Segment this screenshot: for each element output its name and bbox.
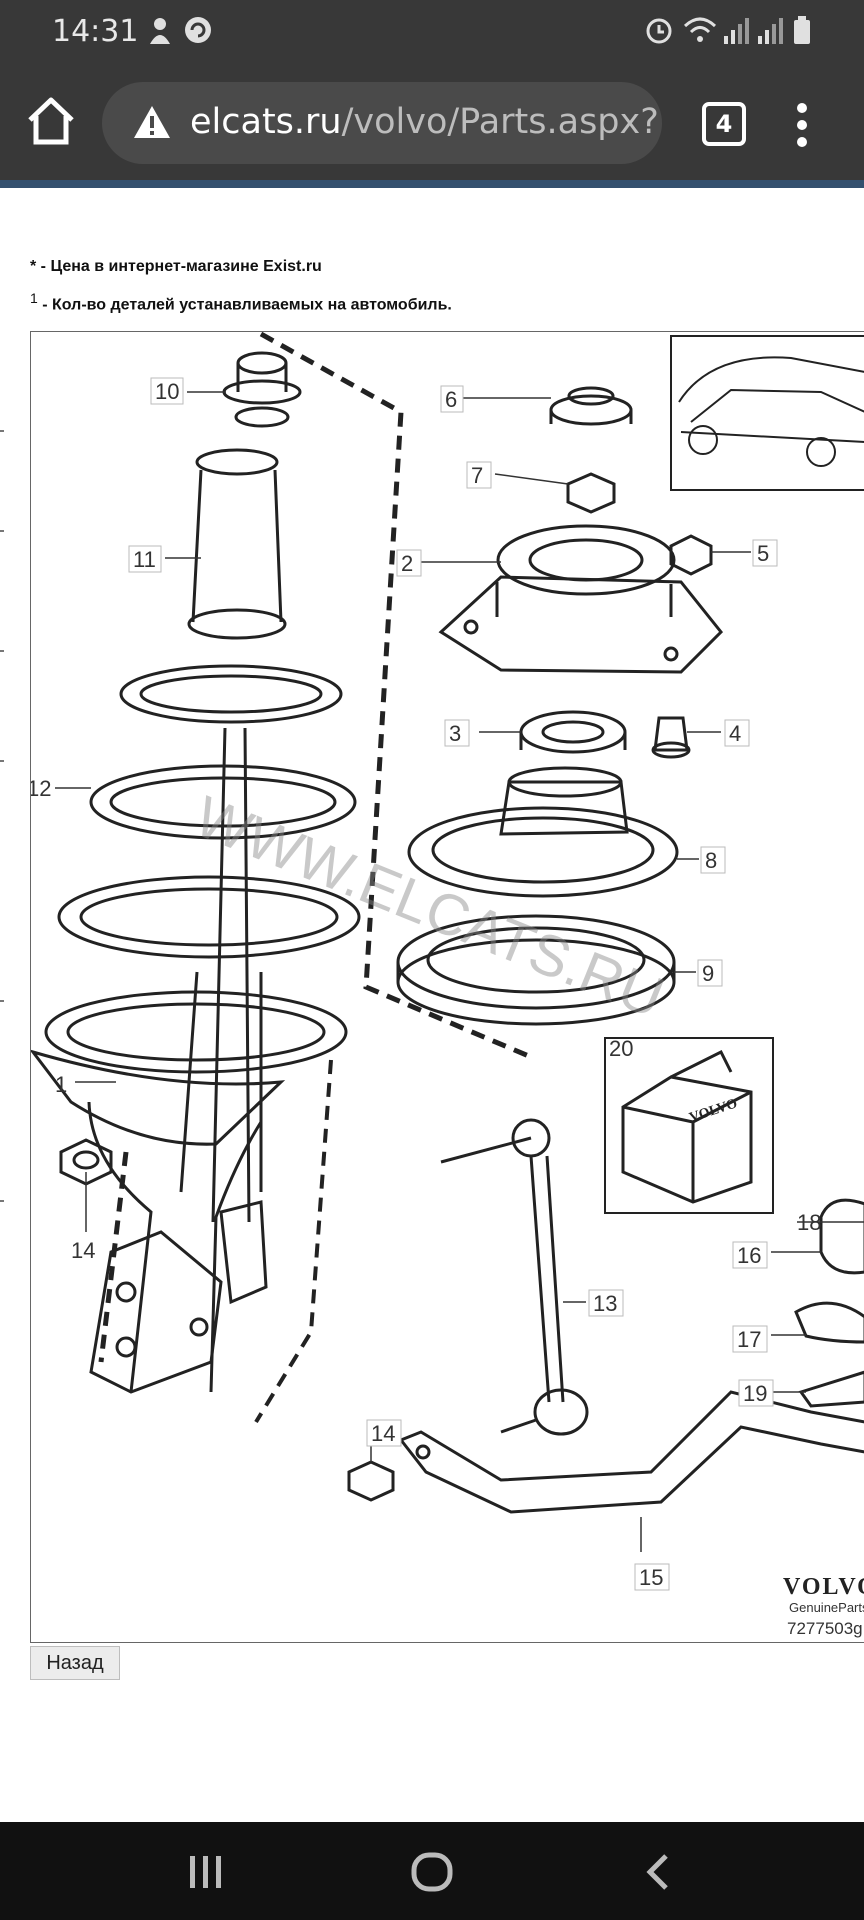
status-time: 14:31 — [52, 14, 139, 49]
brand-subtitle: GenuineParts — [789, 1600, 864, 1615]
strut-mount-part — [438, 524, 724, 674]
edge-rule — [0, 650, 4, 652]
bump-stop-part — [222, 351, 302, 428]
callout-6: 6 — [445, 387, 457, 412]
stabilizer-bar-part — [399, 1390, 864, 1514]
price-note-text: - Цена в интернет-магазине Exist.ru — [36, 258, 322, 275]
callout-13: 13 — [593, 1291, 617, 1316]
status-bar: 14:31 — [0, 0, 864, 68]
address-bar[interactable]: elcats.ru/volvo/Parts.aspx? — [102, 82, 662, 164]
notification-icon — [150, 18, 170, 44]
quantity-note-text: - Кол-во деталей устанавливаемых на авто… — [37, 296, 452, 314]
url-domain: elcats.ru — [190, 102, 342, 142]
tab-switcher-button[interactable]: 4 — [702, 102, 746, 146]
mount-nut-part — [669, 534, 713, 576]
callout-11: 11 — [133, 547, 156, 572]
edge-rule — [0, 760, 4, 762]
home-icon[interactable] — [24, 94, 78, 148]
more-menu-icon[interactable] — [790, 102, 814, 148]
bushing-clamp-part — [794, 1198, 864, 1408]
quantity-note: 1 - Кол-во деталей устанавливаемых на ав… — [30, 290, 452, 314]
price-note: * - Цена в интернет-магазине Exist.ru — [30, 258, 322, 276]
stabilizer-link-part — [440, 1118, 589, 1436]
callout-5: 5 — [757, 541, 769, 566]
url-path: /volvo/Parts.aspx? — [341, 102, 659, 142]
dust-boot-part — [187, 448, 287, 640]
price-marker: * — [30, 258, 37, 275]
edge-rule — [0, 530, 4, 532]
qty-marker: 1 — [30, 290, 38, 306]
nut-left-part — [59, 1138, 113, 1186]
kit-brand-text: VOLVO — [688, 1096, 740, 1126]
system-nav-bar — [0, 1822, 864, 1920]
spring-seat-part — [407, 766, 679, 898]
callout-14b: 14 — [371, 1421, 395, 1446]
kit-box-part — [604, 1037, 774, 1214]
bolt-part — [651, 716, 691, 759]
edge-rule — [0, 1000, 4, 1002]
battery-icon — [794, 16, 810, 44]
callout-9: 9 — [702, 961, 714, 986]
browser-toolbar: elcats.ru/volvo/Parts.aspx? 4 — [0, 68, 864, 180]
signal-icon — [724, 18, 749, 44]
nav-back-icon[interactable] — [642, 1852, 672, 1892]
edge-rule — [0, 430, 4, 432]
callout-2: 2 — [401, 551, 413, 576]
parts-diagram: 10 11 12 1 14 6 7 2 5 3 4 8 9 20 18 13 1… — [30, 331, 864, 1643]
callout-3: 3 — [449, 721, 461, 746]
car-thumbnail-icon — [678, 356, 864, 443]
wifi-icon — [683, 17, 717, 42]
callout-15: 15 — [639, 1565, 663, 1590]
shock-rod — [211, 727, 251, 1223]
callout-14a: 14 — [71, 1238, 95, 1263]
recent-apps-icon[interactable] — [186, 1852, 226, 1892]
parts-diagram-drawing: 10 11 12 1 14 6 7 2 5 3 4 8 9 20 18 13 1… — [31, 332, 864, 1638]
callout-18: 18 — [797, 1210, 821, 1235]
callout-8: 8 — [705, 848, 717, 873]
callout-7: 7 — [471, 463, 483, 488]
nut-right-part — [347, 1460, 395, 1502]
strut-body-part — [31, 1049, 286, 1394]
assembly-outline — [259, 332, 532, 1060]
callout-16: 16 — [737, 1243, 761, 1268]
sync-app-icon — [185, 17, 211, 43]
url-text[interactable]: elcats.ru/volvo/Parts.aspx? — [190, 102, 659, 142]
car-thumbnail-frame — [670, 335, 864, 491]
brand-logo: VOLVO — [783, 1574, 864, 1600]
back-button[interactable]: Назад — [30, 1646, 120, 1680]
callout-labels: 10 11 12 1 14 6 7 2 5 3 4 8 9 20 18 13 1… — [31, 377, 821, 1591]
callout-20: 20 — [609, 1036, 633, 1061]
warning-icon[interactable] — [132, 104, 172, 140]
watermark-text: WWW.ELCATS.RU — [186, 784, 672, 1031]
callout-12: 12 — [31, 776, 51, 801]
alarm-icon — [646, 18, 672, 44]
top-cap-part — [549, 386, 633, 426]
nav-home-icon[interactable] — [410, 1852, 454, 1892]
bearing-part — [519, 710, 627, 754]
top-nut-part — [566, 472, 616, 514]
spring-pad-part — [396, 914, 676, 1026]
page-header-band — [0, 180, 864, 188]
edge-rule — [0, 1200, 4, 1202]
callout-17: 17 — [737, 1327, 761, 1352]
signal-icon-2 — [758, 18, 783, 44]
part-code: 7277503g — [787, 1619, 863, 1638]
callout-10: 10 — [155, 379, 179, 404]
callout-1: 1 — [55, 1072, 67, 1097]
callout-4: 4 — [729, 721, 741, 746]
callout-19: 19 — [743, 1381, 767, 1406]
